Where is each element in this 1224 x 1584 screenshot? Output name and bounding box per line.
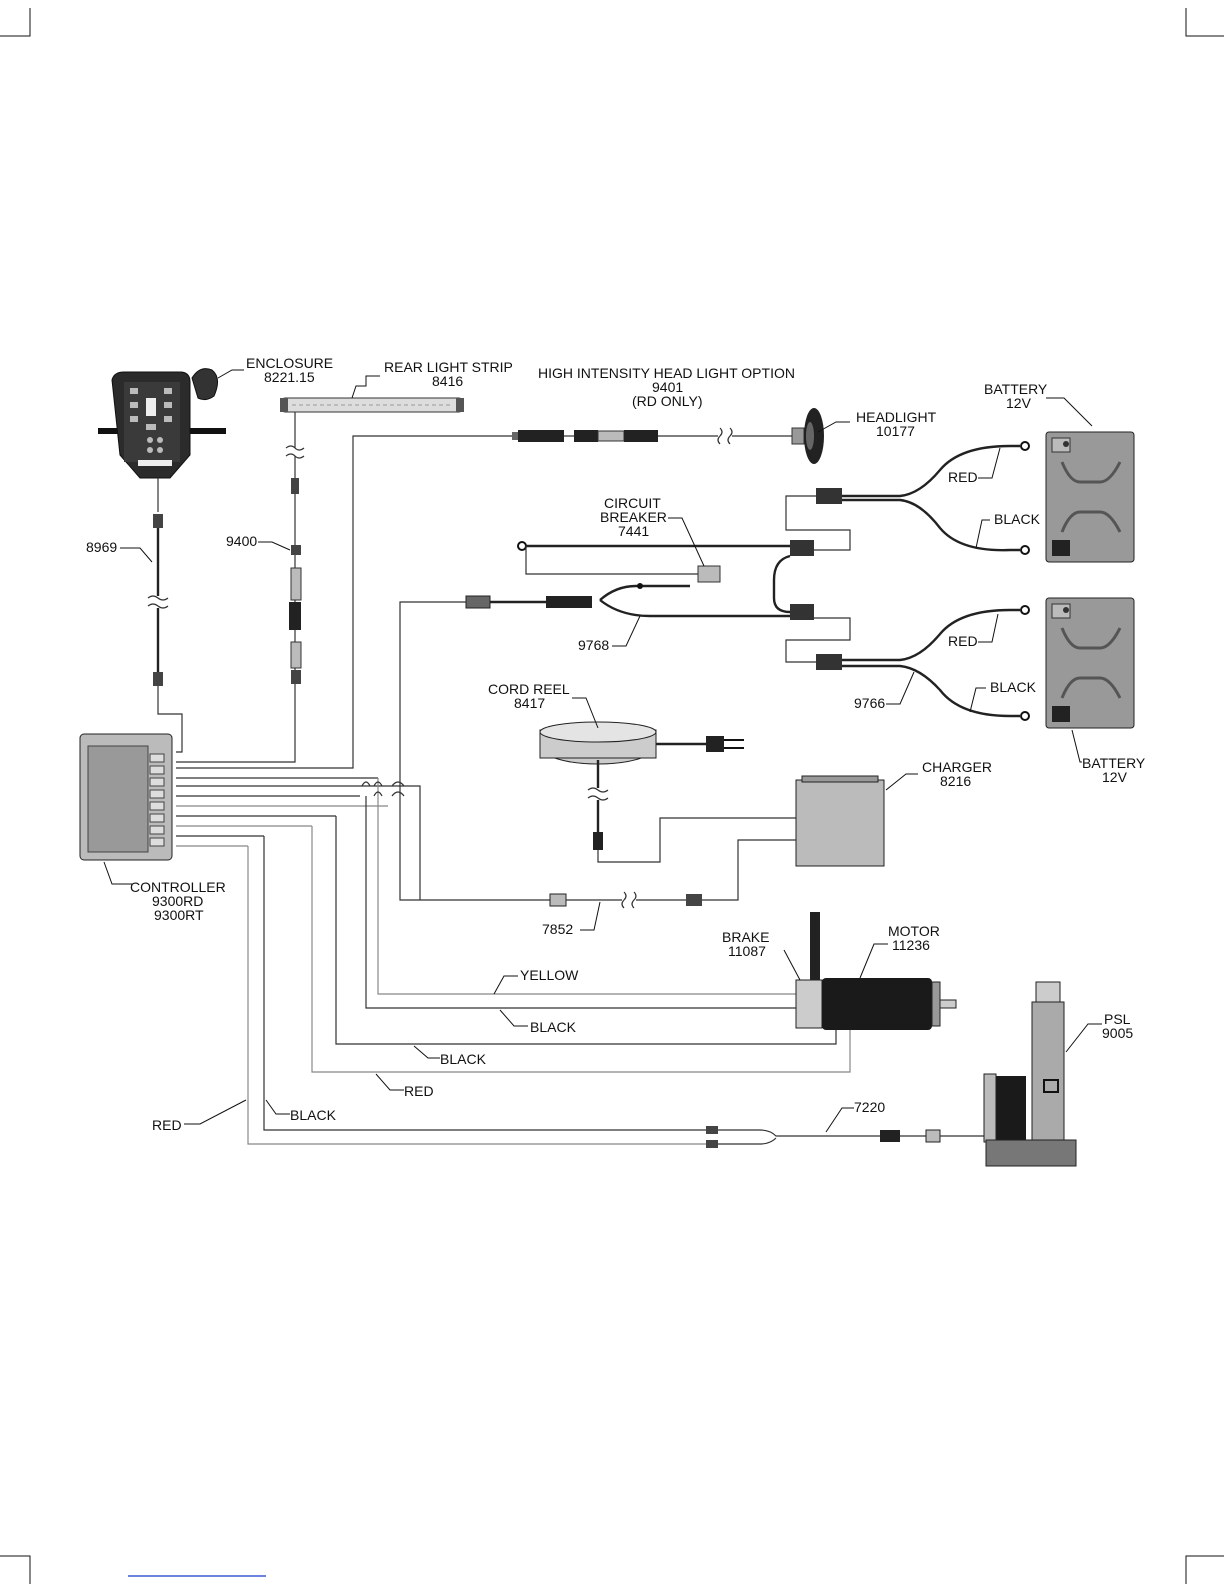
red-top-label: RED [948,469,978,485]
black-bottom-label: BLACK [990,679,1037,695]
enclosure-device [98,368,226,479]
hi-light-part: 9401 [652,379,683,395]
harness-9766-label: 9766 [854,695,885,711]
psl-device [983,981,1077,1167]
yellow-label: YELLOW [520,967,579,983]
battery-bottom-label: BATTERY [1082,755,1146,771]
black-top-label: BLACK [994,511,1041,527]
controller-device [79,733,173,861]
charger-label: CHARGER [922,759,992,775]
harness-7852 [549,839,796,909]
psl-part: 9005 [1102,1025,1133,1041]
red-psl2-label: RED [152,1117,182,1133]
harness-9400 [176,412,305,763]
harness-9766 [785,605,1030,721]
harness-9401 [176,427,805,769]
controller-wiring [176,777,851,1145]
harness-7220 [706,1126,986,1148]
crop-marks [0,8,1224,1584]
harness-9768-label: 9768 [578,637,609,653]
cordreel-label: CORD REEL [488,681,570,697]
battery-top-label: BATTERY [984,381,1048,397]
rear-light-strip [280,397,464,413]
charger-part: 8216 [940,773,971,789]
harness-9768 [399,540,814,901]
enclosure-part: 8221.15 [264,369,315,385]
leader-lines [103,369,1102,1133]
cordreel-part: 8417 [514,695,545,711]
battery-top [1045,431,1135,563]
battery-leads-top [785,441,1030,555]
cb-label-1: CIRCUIT [604,495,661,511]
controller-part-2: 9300RT [154,907,204,923]
rear-light-label: REAR LIGHT STRIP [384,359,513,375]
black-psl1-label: BLACK [440,1051,487,1067]
harness-8969 [147,478,183,753]
headlight-label: HEADLIGHT [856,409,937,425]
black-psl2-label: BLACK [290,1107,337,1123]
brake-part: 11087 [728,943,766,959]
psl-label: PSL [1104,1011,1131,1027]
motor-part: 11236 [892,937,930,953]
motor-label: MOTOR [888,923,940,939]
battery-top-volt: 12V [1006,395,1032,411]
headlight-part: 10177 [876,423,915,439]
controller-label: CONTROLLER [130,879,226,895]
harness-9400-label: 9400 [226,533,257,549]
rear-light-part: 8416 [432,373,463,389]
battery-bottom-volt: 12V [1102,769,1128,785]
black-motor-label: BLACK [530,1019,577,1035]
harness-7220-label: 7220 [854,1099,885,1115]
brake-label: BRAKE [722,929,769,945]
harness-7852-label: 7852 [542,921,573,937]
cord-reel-device [539,721,796,863]
headlight-device [804,408,824,464]
hi-light-note: (RD ONLY) [632,393,703,409]
battery-bottom [1045,597,1135,729]
red-psl1-label: RED [404,1083,434,1099]
controller-part-1: 9300RD [152,893,203,909]
cb-part: 7441 [618,523,649,539]
motor-device [795,912,957,1030]
cb-label-2: BREAKER [600,509,667,525]
enclosure-label: ENCLOSURE [246,355,333,371]
red-bottom-label: RED [948,633,978,649]
hi-light-label: HIGH INTENSITY HEAD LIGHT OPTION [538,365,795,381]
charger-device [795,775,885,867]
harness-8969-label: 8969 [86,539,117,555]
labels: ENCLOSURE 8221.15 REAR LIGHT STRIP 8416 … [86,355,1146,1133]
